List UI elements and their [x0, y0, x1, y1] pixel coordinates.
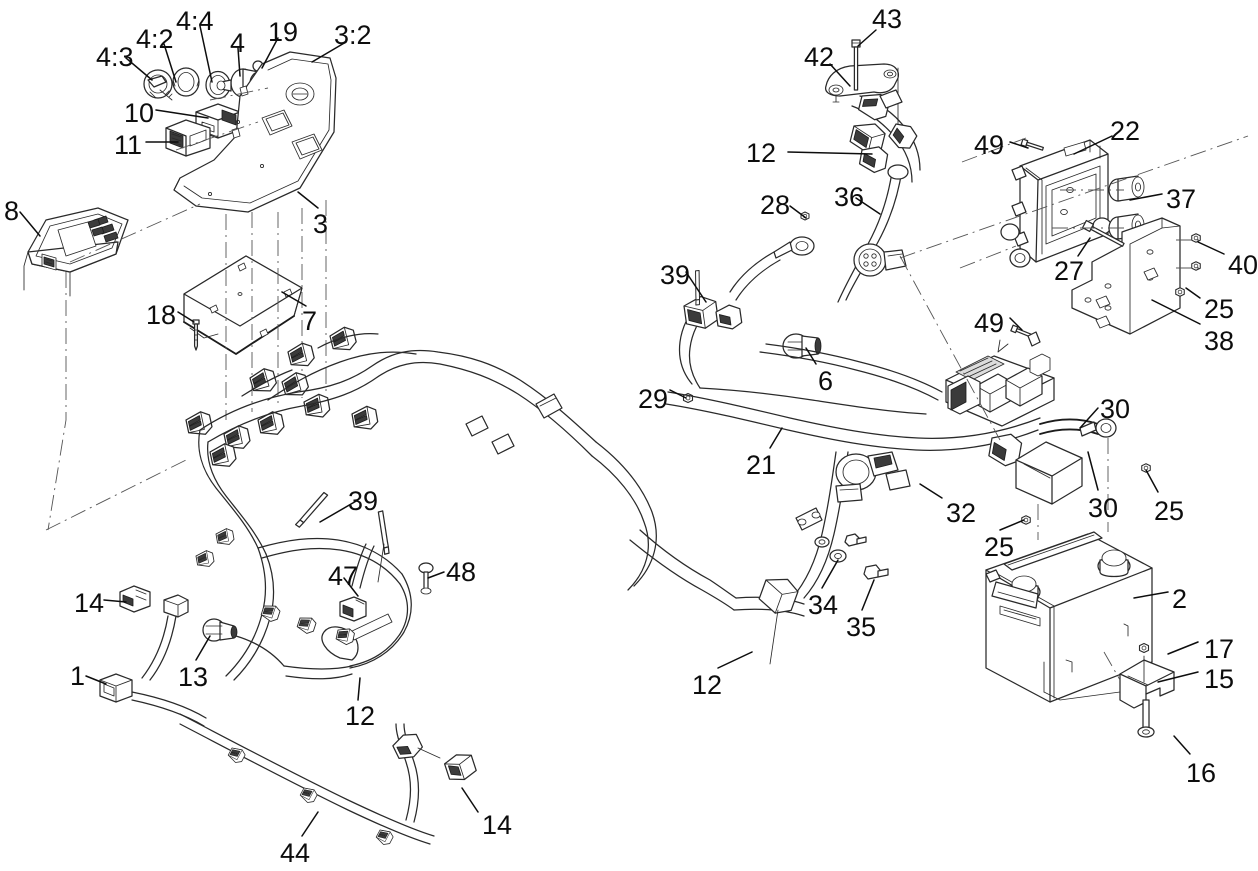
connector-upper-right-c	[888, 123, 918, 149]
callout-25-center: 25	[984, 532, 1015, 562]
callout-40: 40	[1228, 250, 1258, 280]
callout-4-3: 4:3	[96, 42, 134, 72]
callout-25-right: 25	[1154, 496, 1185, 526]
callout-29: 29	[638, 384, 669, 414]
part-rocker-switch-11	[165, 119, 219, 157]
callout-38: 38	[1204, 326, 1235, 356]
part-group-main-harness	[629, 39, 1151, 665]
callout-19: 19	[268, 17, 299, 47]
callout-42: 42	[804, 42, 835, 72]
part-holddown-15	[1119, 659, 1175, 709]
part-display-module-8	[23, 207, 129, 297]
part-solenoid-box	[1015, 441, 1083, 505]
callout-39-right: 39	[660, 260, 691, 290]
callout-14-bottom: 14	[482, 810, 513, 840]
callout-18: 18	[146, 300, 177, 330]
connector-fork-left-b	[715, 304, 743, 330]
connector-cluster-center	[835, 451, 911, 503]
callout-12-top: 12	[746, 138, 777, 168]
callout-4-2: 4:2	[136, 24, 174, 54]
part-group-ecu	[899, 135, 1249, 441]
callout-49-lower: 49	[974, 308, 1005, 338]
part-bolt-35	[863, 564, 889, 580]
callout-27: 27	[1054, 256, 1085, 286]
part-connector-14-mate	[163, 594, 189, 618]
callout-7: 7	[302, 306, 318, 336]
connector-relay-side	[988, 433, 1023, 467]
part-washer-34	[829, 549, 847, 563]
part-group-battery	[985, 531, 1175, 738]
callout-15: 15	[1204, 664, 1235, 694]
callout-43: 43	[872, 4, 903, 34]
callout-44: 44	[280, 838, 311, 868]
part-screw-49-upper	[1020, 138, 1044, 151]
part-bezel-ring-4-2	[172, 67, 200, 97]
callout-2: 2	[1172, 584, 1188, 614]
part-connector-47	[339, 596, 367, 622]
callout-14-left: 14	[74, 588, 105, 618]
part-screw-18	[192, 319, 200, 351]
part-washer-32b	[814, 536, 830, 548]
callout-39-left: 39	[348, 486, 379, 516]
callout-3-2: 3:2	[334, 20, 372, 50]
part-ecu-22	[1000, 139, 1112, 268]
callout-47: 47	[328, 561, 359, 591]
part-ignition-key-switch-4-3	[143, 69, 173, 101]
callout-10: 10	[124, 98, 155, 128]
part-connector-14-left	[119, 585, 151, 613]
part-grommet-48	[418, 562, 434, 595]
callout-32: 32	[946, 498, 977, 528]
part-mount-plate-38	[1071, 217, 1181, 335]
callout-12-left: 12	[345, 701, 376, 731]
callout-34: 34	[808, 590, 839, 620]
callout-4: 4	[230, 28, 246, 58]
callout-28: 28	[760, 190, 791, 220]
part-console-panel-3	[173, 51, 337, 213]
callout-37: 37	[1166, 184, 1197, 214]
connector-lower-center	[758, 578, 799, 614]
part-bolt-32	[844, 533, 867, 547]
callout-30-lower: 30	[1088, 493, 1119, 523]
part-bracket-42	[825, 63, 900, 103]
part-cable-terminal-30	[1079, 418, 1117, 438]
leader-lines	[19, 25, 1225, 837]
callout-17: 17	[1204, 634, 1235, 664]
callout-1: 1	[70, 661, 86, 691]
callout-8: 8	[4, 196, 20, 226]
callout-49-upper: 49	[974, 130, 1005, 160]
connector-fork-left	[683, 295, 719, 329]
part-group-left-harness	[99, 324, 657, 848]
callout-30-upper: 30	[1100, 394, 1131, 424]
connector-upper-right-a	[857, 93, 890, 121]
callout-11: 11	[114, 130, 143, 160]
callout-25-plate: 25	[1204, 294, 1235, 324]
part-connector-14-lower-b	[443, 754, 477, 781]
callout-16: 16	[1186, 758, 1217, 788]
part-group-console	[23, 51, 337, 531]
part-bolt-16	[1137, 699, 1155, 738]
connector-round-center	[853, 243, 907, 277]
callout-12-bottom: 12	[692, 670, 723, 700]
part-connector-1	[99, 673, 133, 703]
callout-13: 13	[178, 662, 209, 692]
callout-4-4: 4:4	[176, 6, 214, 36]
callout-48: 48	[446, 557, 477, 587]
part-bracket-tab-32	[795, 507, 823, 531]
part-sensor-13	[202, 618, 238, 642]
callout-35: 35	[846, 612, 877, 642]
part-battery-2	[985, 531, 1153, 703]
callout-6: 6	[818, 366, 834, 396]
part-connector-14-lower-a	[392, 733, 424, 760]
callout-21: 21	[746, 450, 777, 480]
callout-22: 22	[1110, 116, 1141, 146]
callout-3: 3	[313, 209, 329, 239]
part-clamp-28	[773, 236, 815, 259]
callout-36: 36	[834, 182, 865, 212]
part-fuse-relay-block	[945, 339, 1055, 427]
